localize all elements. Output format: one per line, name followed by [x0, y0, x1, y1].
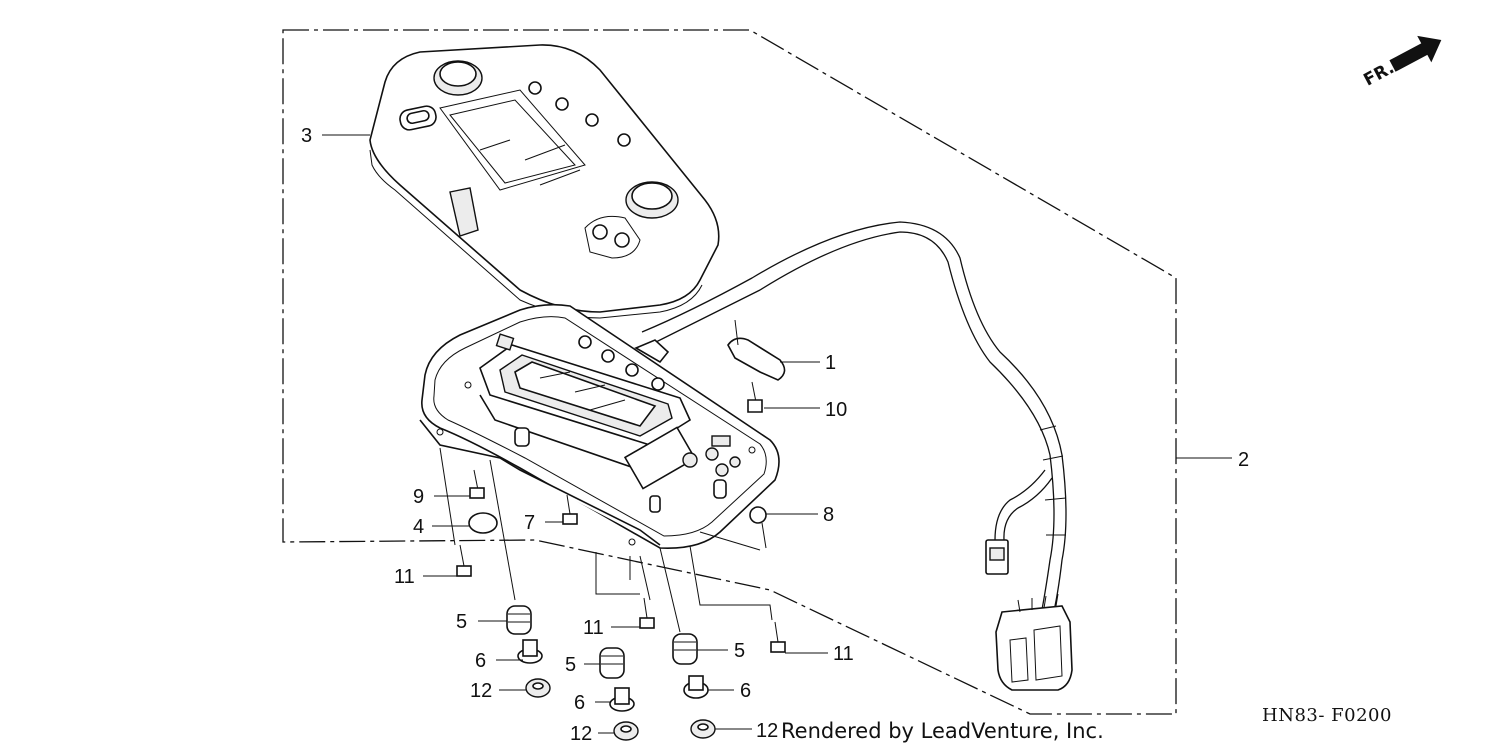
- front-direction-indicator: FR.: [1360, 35, 1442, 90]
- rubber-5-right: [672, 633, 698, 665]
- screw-7: [562, 494, 578, 525]
- nut-12-mid: [613, 721, 639, 741]
- assembly-boundary: [282, 29, 1177, 715]
- callout-5-right: 5: [734, 640, 745, 662]
- collar-6-mid: [609, 687, 635, 712]
- callout-6-left: 6: [475, 650, 486, 672]
- rubber-5-left: [506, 605, 532, 635]
- callout-10: 10: [825, 399, 847, 421]
- callout-6-right: 6: [740, 680, 751, 702]
- collar-6-left: [517, 639, 543, 664]
- screw-11-left: [456, 544, 472, 577]
- callout-1: 1: [825, 352, 836, 374]
- callout-7: 7: [524, 512, 535, 534]
- rubber-5-mid: [599, 647, 625, 679]
- screw-8: [749, 506, 767, 549]
- collar-6-right: [683, 675, 709, 699]
- front-arrow-icon: [1389, 35, 1442, 72]
- callout-11-right: 11: [833, 643, 854, 665]
- nut-12-right: [690, 719, 716, 739]
- callout-2: 2: [1238, 449, 1249, 471]
- callout-12-left: 12: [470, 680, 492, 702]
- screw-10: [747, 381, 763, 413]
- callout-5-mid: 5: [565, 654, 576, 676]
- callout-8: 8: [823, 504, 834, 526]
- callout-11-left: 11: [394, 566, 415, 588]
- meter-cover: [369, 44, 720, 319]
- diagram-code: HN83- F0200: [1262, 705, 1392, 726]
- grommet-4: [468, 512, 498, 534]
- wire-harness: [641, 221, 1073, 691]
- render-credit: Rendered by LeadVenture, Inc.: [781, 719, 1104, 743]
- callout-6-mid: 6: [574, 692, 585, 714]
- callout-12-mid: 12: [570, 723, 592, 745]
- callout-9: 9: [413, 486, 424, 508]
- callout-11-mid: 11: [583, 617, 604, 639]
- screw-9: [469, 469, 485, 499]
- callout-12-right: 12: [756, 720, 778, 742]
- leader-lines: [322, 134, 1232, 734]
- screw-11-mid: [639, 597, 655, 629]
- callout-4: 4: [413, 516, 424, 538]
- band-clip: [727, 319, 786, 381]
- meter-case: [419, 303, 780, 549]
- screw-11-right: [770, 621, 786, 653]
- assembly-reference-lines: [439, 447, 773, 633]
- callouts: 3 1 10 2 8 9 4 7 11 5 11 5 11 6 5 12 6 6…: [301, 125, 1249, 745]
- callout-3: 3: [301, 125, 312, 147]
- callout-5-left: 5: [456, 611, 467, 633]
- nut-12-left: [525, 678, 551, 698]
